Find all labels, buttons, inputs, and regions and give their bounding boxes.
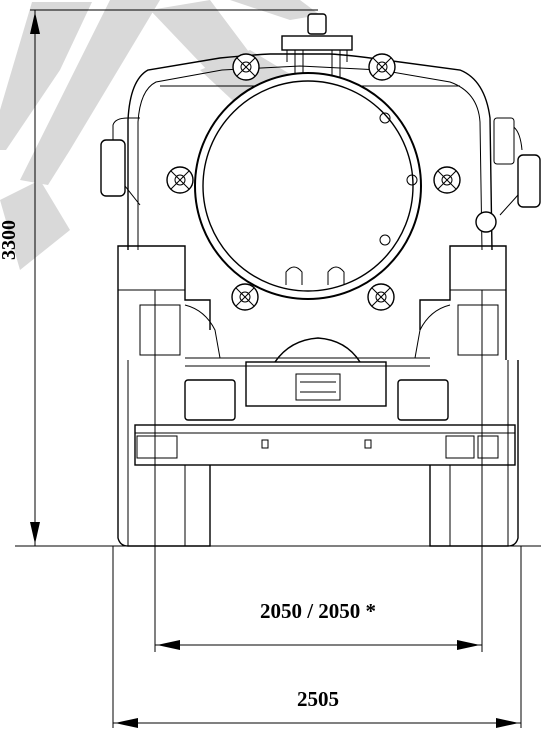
right-mirror-arm-lower	[499, 194, 519, 216]
overall-width-label: 2505	[297, 687, 339, 711]
tank-inner	[202, 80, 414, 292]
axle-housing	[245, 361, 387, 407]
right-hose	[414, 304, 451, 359]
tank-port-mid	[406, 174, 418, 186]
left-suspension-box	[184, 379, 236, 421]
axle-plate	[295, 373, 341, 401]
height-label: 3300	[0, 220, 20, 260]
tank-drain-left	[285, 266, 303, 285]
clamp-wheel-bottom-right	[367, 283, 395, 311]
tank-top-fitting	[281, 13, 353, 110]
left-mirror	[100, 139, 126, 197]
tank-port-top	[379, 112, 391, 124]
height-dimension: 3300	[0, 9, 318, 546]
clamp-wheel-mid-left	[166, 166, 194, 194]
right-fender	[419, 245, 507, 360]
clamp-wheel-bottom-left	[231, 283, 259, 311]
differential	[274, 337, 361, 363]
bumper-slot-left	[261, 439, 269, 449]
clamp-wheel-top-right	[368, 53, 396, 81]
right-bracket	[457, 304, 499, 356]
bumper-slot-right	[364, 439, 372, 449]
width-arrow-right	[496, 718, 519, 728]
clamp-wheel-mid-right	[433, 166, 461, 194]
right-mirror-mount	[493, 117, 515, 165]
track-arrow-left	[157, 640, 180, 650]
vehicle-front-view	[15, 13, 541, 547]
left-fender	[117, 245, 211, 360]
tank-port-low	[379, 234, 391, 246]
width-arrow-left	[115, 718, 138, 728]
right-mirror	[517, 154, 541, 208]
left-hose	[184, 304, 221, 359]
left-mirror-arm-lower	[124, 185, 141, 206]
cab-inner-outline	[137, 65, 483, 251]
right-light-block	[477, 435, 499, 459]
left-mirror-arm	[112, 117, 140, 140]
height-arrow-top	[30, 12, 40, 34]
cab-outline	[127, 53, 493, 251]
right-light-block-2	[445, 435, 475, 459]
track-arrow-right	[457, 640, 480, 650]
track-width-dimension: 2050 / 2050 *	[154, 290, 483, 652]
right-suspension-box	[397, 379, 449, 421]
clamp-wheel-top-left	[232, 53, 260, 81]
tank-drain-right	[327, 266, 345, 285]
left-light-block	[136, 435, 178, 459]
height-arrow-bottom	[30, 522, 40, 544]
side-knob-right	[475, 211, 497, 233]
left-bracket	[139, 304, 181, 356]
overall-width-dimension: 2505	[112, 546, 522, 728]
track-width-label: 2050 / 2050 *	[260, 599, 376, 623]
front-bumper	[134, 424, 516, 466]
tank-outer	[194, 72, 422, 300]
